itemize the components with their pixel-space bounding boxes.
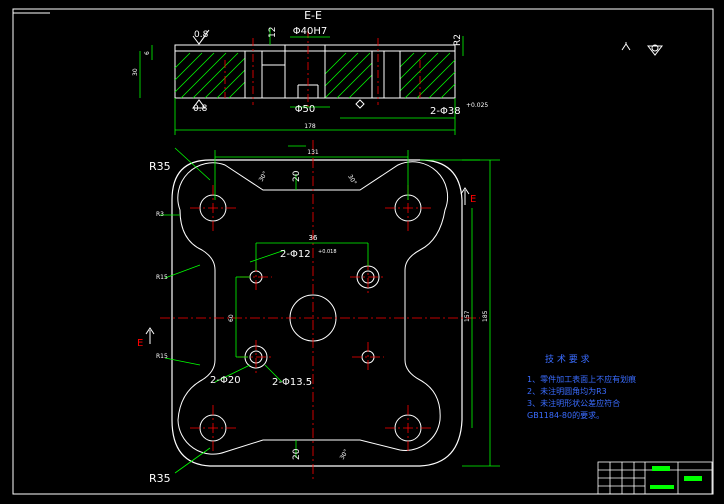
section-mark-left: E xyxy=(137,338,143,349)
section-title: E-E xyxy=(304,9,322,22)
roughness-legend-icon xyxy=(621,42,664,56)
dim-30-label: 30 xyxy=(132,68,139,76)
roughness-symbol-top xyxy=(192,29,210,45)
dim-r15a-label: R15 xyxy=(156,274,168,281)
dim-185-label: 185 xyxy=(482,310,489,322)
angle-bottom-label: 30° xyxy=(339,448,350,461)
section-hatch xyxy=(174,52,456,99)
hole-13-label: 2-Φ13.5 xyxy=(272,377,312,388)
angle-top-left-label: 30° xyxy=(258,170,269,183)
rough-top-label: 0.8 xyxy=(194,30,209,40)
dim-50-label: Φ50 xyxy=(295,104,316,115)
title-block xyxy=(597,461,713,495)
dim-36-label: 36 xyxy=(309,234,318,242)
angle-top-right-label: 30° xyxy=(346,174,357,187)
hole-12-label: 2-Φ12 xyxy=(280,249,311,260)
dim-178-label: 178 xyxy=(304,123,316,130)
hole-20-label: 2-Φ20 xyxy=(210,375,241,386)
dim-r15b-label: R15 xyxy=(156,353,168,360)
section-view: E-E xyxy=(132,9,488,135)
dim-12-label: 12 xyxy=(268,27,278,38)
dim-131-label: 131 xyxy=(307,149,319,156)
plate-outline xyxy=(171,159,463,467)
dim-6-label: 6 xyxy=(144,51,151,55)
centerlines xyxy=(160,140,480,480)
drawing-border xyxy=(12,8,714,495)
dim-20-top-label: 20 xyxy=(292,170,302,182)
dim-r2-label: R2 xyxy=(453,34,463,46)
pocket-outline xyxy=(177,161,449,455)
dim-r35-bottom-label: R35 xyxy=(149,472,171,485)
notes-heading: 技 术 要 求 xyxy=(545,353,590,365)
note-line-3: 3、未注明形状公差应符合 xyxy=(527,398,620,408)
dim-38-tol-label: +0.025 xyxy=(466,102,488,109)
section-mark-right: E xyxy=(470,194,476,205)
dim-r35-top-label: R35 xyxy=(149,160,171,173)
note-line-1: 1、零件加工表面上不应有划痕 xyxy=(527,374,636,384)
bore-dim-label: Φ40H7 xyxy=(293,26,327,37)
dim-38-label: 2-Φ38 xyxy=(430,106,461,117)
rough-bottom-label: 0.8 xyxy=(193,104,208,114)
dim-r3-label: R3 xyxy=(156,211,164,218)
note-line-2: 2、未注明圆角均为R3 xyxy=(527,386,607,396)
section-body xyxy=(174,50,456,99)
plan-view: 131 R35 R35 R3 R15 R15 20 20 36 2-Φ12 +0… xyxy=(137,140,500,485)
dim-20-bottom-label: 20 xyxy=(292,448,302,460)
roughness-symbol-bottom xyxy=(192,99,206,109)
note-line-4: GB1184-80的要求。 xyxy=(527,410,604,420)
hole-12-tol-label: +0.018 xyxy=(318,249,337,255)
dimension-lines xyxy=(160,145,500,474)
dim-60-label: 60 xyxy=(228,314,235,322)
technical-notes: 技 术 要 求 1、零件加工表面上不应有划痕 2、未注明圆角均为R3 3、未注明… xyxy=(527,353,636,420)
dim-157-label: 157 xyxy=(464,310,471,322)
